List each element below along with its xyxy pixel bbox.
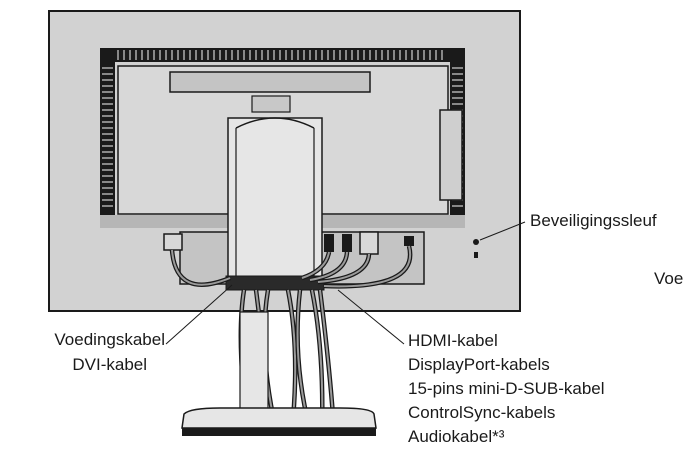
stand-base [181,407,377,429]
displayport-cables-label: DisplayPort-kabels [408,355,550,374]
stand-neck [239,311,269,413]
leader-lines [165,221,526,345]
power-connector [163,233,183,251]
cable-clip [225,275,325,291]
security-slot-icon [473,239,479,258]
cut-off-label: Voe [654,269,684,288]
side-panel [439,109,463,201]
stand-column [227,117,323,289]
mini-dsub-cable-label: 15-pins mini-D-SUB-kabel [408,379,605,398]
power-cable-label: Voedingskabel [54,330,165,349]
audio-cable-label: Audiokabel*³ [408,427,505,446]
controlsync-cables-label: ControlSync-kabels [408,403,556,422]
dvi-cable-label: DVI-kabel [72,355,147,374]
security-slot-label: Beveiligingssleuf [530,211,657,230]
label-plate [251,95,291,113]
hdmi-cable-label: HDMI-kabel [408,331,498,350]
video-connectors [324,231,414,255]
top-handle-recess [169,71,371,93]
